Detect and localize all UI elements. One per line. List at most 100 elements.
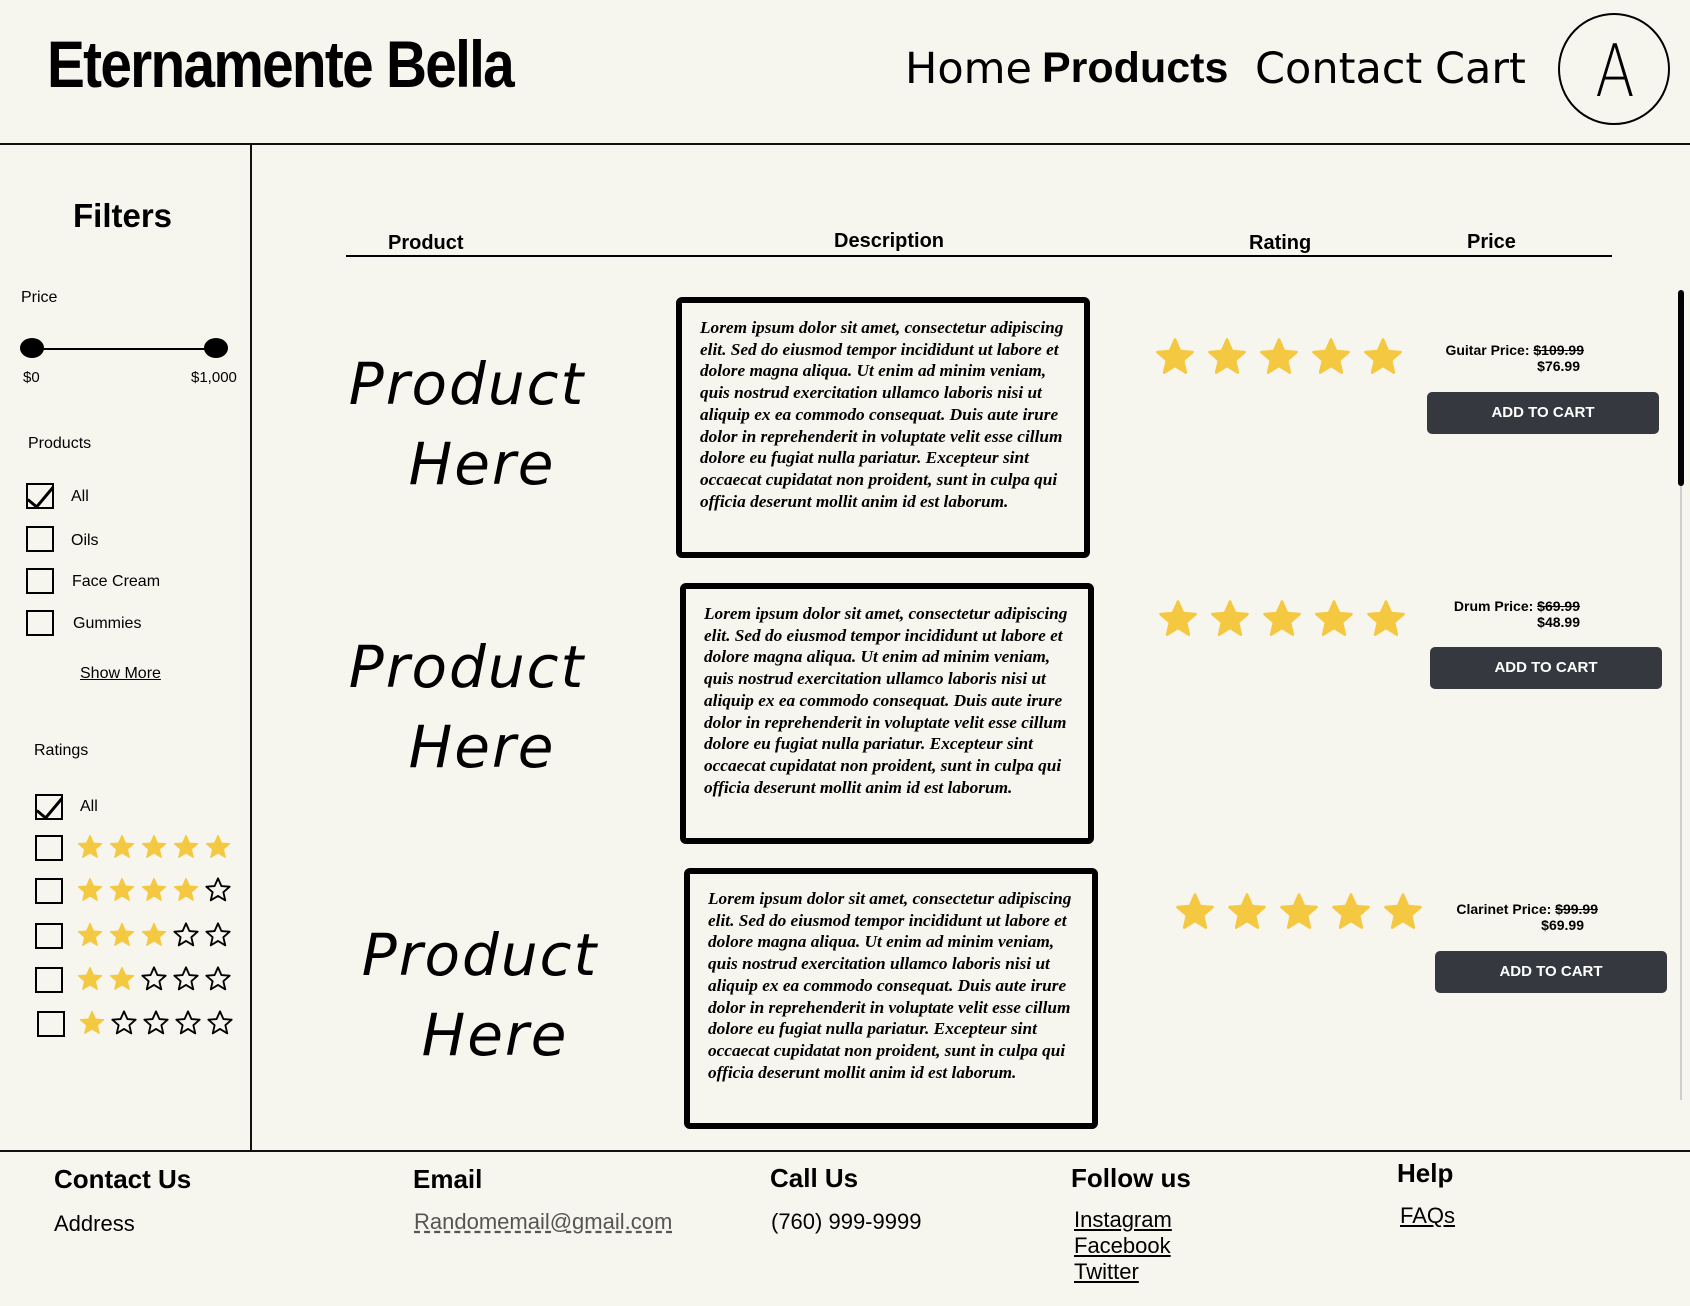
price-label: Drum Price: [1453, 598, 1534, 614]
footer-phone: (760) 999-9999 [771, 1209, 922, 1234]
column-header-rating: Rating [1249, 232, 1312, 254]
add-to-cart-button[interactable]: ADD TO CART [1430, 647, 1662, 689]
star-filled-icon [77, 834, 103, 858]
scrollbar-track[interactable] [1680, 290, 1682, 1100]
placeholder-word: Here [408, 430, 556, 498]
site-footer: Contact Us Address Email Randomemail@gma… [0, 1150, 1690, 1306]
filter-rating-1-checkbox[interactable] [37, 1011, 65, 1037]
star-filled-icon [1208, 338, 1246, 374]
placeholder-word: Product [348, 350, 586, 418]
filter-product-oils-label: Oils [71, 532, 99, 549]
filter-rating-2-stars [76, 965, 232, 993]
footer-twitter-link[interactable]: Twitter [1074, 1259, 1139, 1284]
price-slider-max-handle[interactable] [204, 338, 228, 358]
filter-product-oils-checkbox[interactable] [26, 526, 54, 552]
star-filled-icon [1332, 893, 1370, 929]
placeholder-word: Product [361, 921, 599, 989]
scrollbar-thumb[interactable] [1678, 290, 1684, 486]
filter-product-face-cream-checkbox[interactable] [26, 568, 54, 594]
column-header-price: Price [1467, 231, 1516, 253]
product-price: Clarinet Price: $99.99 $69.99 [1418, 901, 1598, 933]
star-outline-icon [205, 966, 231, 991]
price-slider-track[interactable] [32, 348, 217, 350]
star-filled-icon [173, 834, 199, 858]
filter-rating-1-stars [78, 1009, 234, 1037]
product-price: Guitar Price: $109.99 $76.99 [1404, 342, 1584, 374]
ratings-filter-label: Ratings [34, 742, 89, 759]
nav-products[interactable]: Products [1042, 44, 1229, 92]
price-slider-min-handle[interactable] [20, 338, 44, 358]
filter-product-gummies-checkbox[interactable] [26, 610, 54, 636]
filter-rating-4-stars [76, 876, 232, 904]
star-outline-icon [175, 1010, 201, 1035]
add-to-cart-button[interactable]: ADD TO CART [1435, 951, 1667, 993]
product-description: Lorem ipsum dolor sit amet, consectetur … [676, 297, 1090, 558]
footer-contact-heading: Contact Us [54, 1164, 192, 1194]
nav-home[interactable]: Home [905, 44, 1032, 94]
nav-contact[interactable]: Contact [1255, 44, 1423, 94]
footer-email-heading: Email [413, 1164, 483, 1194]
filter-rating-all-checkbox[interactable] [35, 794, 63, 820]
price-label: Clarinet Price: [1456, 901, 1552, 917]
star-filled-icon [1384, 893, 1422, 929]
show-more-link[interactable]: Show More [80, 665, 161, 682]
star-filled-icon [141, 834, 167, 858]
new-price: $48.99 [1537, 614, 1580, 630]
star-filled-icon [1367, 600, 1405, 636]
filter-product-all-checkbox[interactable] [26, 483, 54, 509]
old-price: $69.99 [1537, 598, 1580, 614]
star-filled-icon [1156, 338, 1194, 374]
old-price: $109.99 [1533, 342, 1584, 358]
star-filled-icon [1228, 893, 1266, 929]
filters-title: Filters [73, 197, 173, 234]
placeholder-word: Product [348, 633, 586, 701]
star-filled-icon [77, 877, 103, 901]
star-filled-icon [109, 877, 135, 901]
header-divider [346, 255, 1612, 257]
star-filled-icon [1280, 893, 1318, 929]
filter-rating-5-stars [76, 833, 232, 861]
star-filled-icon [109, 922, 135, 946]
star-filled-icon [1364, 338, 1402, 374]
old-price: $99.99 [1555, 901, 1598, 917]
column-header-product: Product [388, 232, 464, 254]
filter-rating-2-checkbox[interactable] [35, 967, 63, 993]
price-max-value: $1,000 [191, 369, 237, 386]
product-price: Drum Price: $69.99 $48.99 [1400, 598, 1580, 630]
filter-rating-5-checkbox[interactable] [35, 835, 63, 861]
footer-facebook-link[interactable]: Facebook [1074, 1233, 1171, 1258]
filter-rating-3-stars [76, 921, 232, 949]
footer-email-link[interactable]: Randomemail@gmail.com [414, 1209, 673, 1234]
footer-help-heading: Help [1397, 1158, 1454, 1188]
footer-faqs-link[interactable]: FAQs [1400, 1203, 1456, 1228]
brand-logo[interactable]: Eternamente Bella [47, 27, 515, 101]
column-header-description: Description [834, 230, 945, 252]
add-to-cart-button[interactable]: ADD TO CART [1427, 392, 1659, 434]
filter-rating-all-label: All [80, 798, 98, 815]
star-filled-icon [141, 922, 167, 946]
star-filled-icon [1211, 600, 1249, 636]
star-filled-icon [1312, 338, 1350, 374]
star-filled-icon [1159, 600, 1197, 636]
nav-cart[interactable]: Cart [1435, 44, 1526, 94]
footer-instagram-link[interactable]: Instagram [1074, 1207, 1172, 1232]
star-outline-icon [141, 966, 167, 991]
user-avatar[interactable]: A [1558, 13, 1670, 125]
star-filled-icon [1260, 338, 1298, 374]
star-filled-icon [1176, 893, 1214, 929]
footer-call-heading: Call Us [770, 1163, 859, 1193]
footer-address: Address [54, 1211, 135, 1236]
filter-rating-3-checkbox[interactable] [35, 923, 63, 949]
star-filled-icon [79, 1010, 105, 1034]
star-outline-icon [207, 1010, 233, 1035]
placeholder-word: Here [408, 713, 556, 781]
site-header: Eternamente Bella Home Products Contact … [0, 0, 1690, 145]
star-outline-icon [111, 1010, 137, 1035]
filter-rating-4-checkbox[interactable] [35, 878, 63, 904]
star-outline-icon [173, 922, 199, 947]
star-filled-icon [141, 877, 167, 901]
product-description: Lorem ipsum dolor sit amet, consectetur … [684, 868, 1098, 1129]
star-filled-icon [109, 966, 135, 990]
